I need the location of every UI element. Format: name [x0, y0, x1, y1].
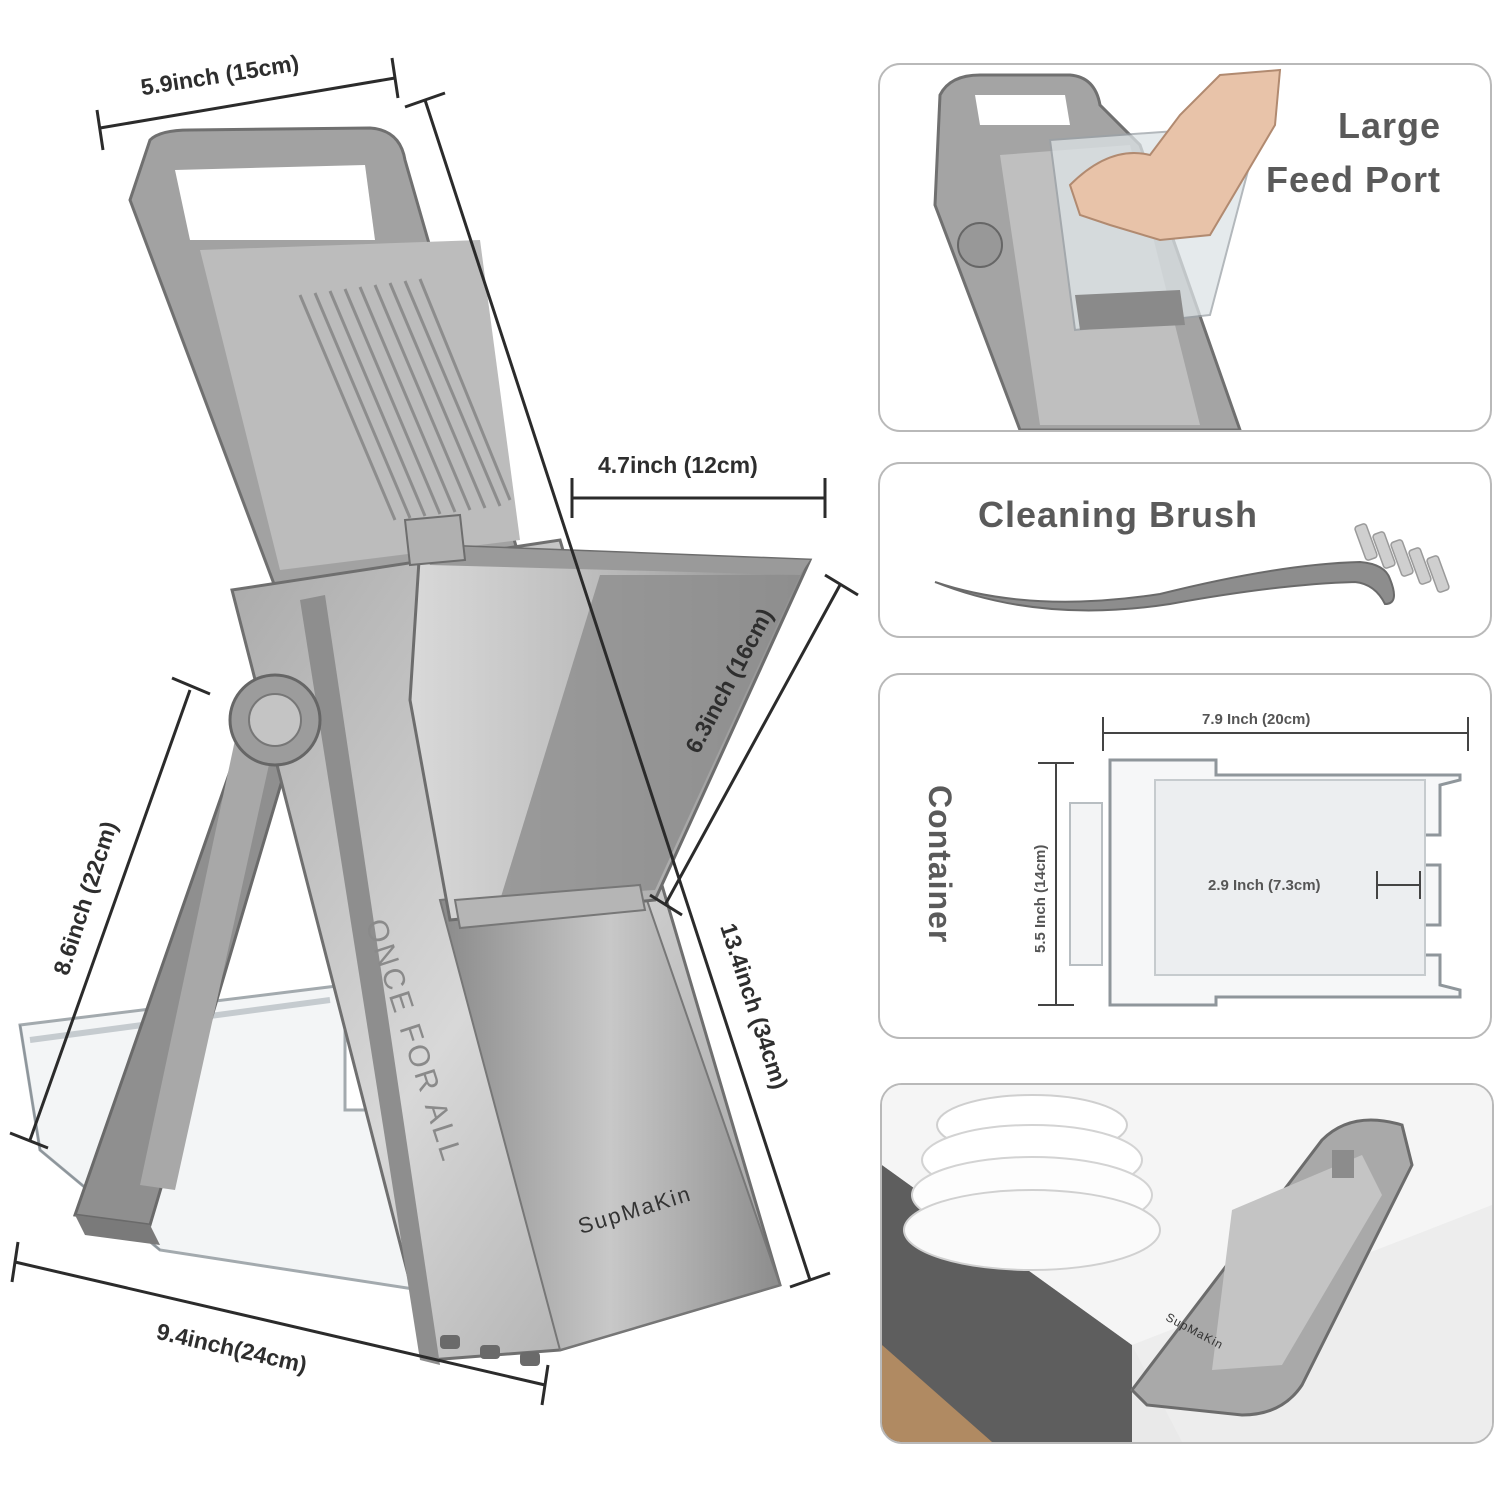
- container-height-label: 5.5 Inch (14cm): [1032, 844, 1049, 953]
- drawer-storage-panel: SupMaKin: [880, 1083, 1494, 1444]
- main-product-illustration: 5.9inch (15cm) 4.7inch (12cm) 6.3inch (1…: [9, 50, 859, 1406]
- support-leg: [72, 697, 302, 1245]
- container-slot-label: 2.9 Inch (7.3cm): [1208, 877, 1321, 894]
- cutting-board: [128, 126, 522, 602]
- hinge-knob: [228, 673, 322, 767]
- bowls-stack: [903, 1094, 1161, 1271]
- container-diagram: [1038, 717, 1469, 1007]
- dimension-lines: [9, 57, 859, 1406]
- slicer-feet: [440, 1335, 540, 1366]
- hopper-width-label: 4.7inch (12cm): [598, 452, 758, 478]
- brush-illustration: [934, 523, 1450, 612]
- container-panel: Container 7.9 Inch (20cm) 5.5 Inch (14cm…: [878, 673, 1492, 1039]
- folded-slicer: [1130, 1118, 1414, 1417]
- feed-port-title-line1: Large: [1338, 105, 1442, 146]
- slicer-drawing: [9, 57, 859, 1406]
- feed-port-title-line2: Feed Port: [1266, 159, 1442, 200]
- cleaning-brush-panel: Cleaning Brush: [878, 462, 1492, 638]
- cleaning-brush-title: Cleaning Brush: [978, 494, 1259, 535]
- drawer-photo: [882, 1085, 1492, 1442]
- food-chute: [403, 513, 813, 930]
- feed-port-photo: [933, 68, 1282, 430]
- feed-port-panel: Large Feed Port: [878, 63, 1492, 432]
- container-width-label: 7.9 Inch (20cm): [1202, 711, 1311, 728]
